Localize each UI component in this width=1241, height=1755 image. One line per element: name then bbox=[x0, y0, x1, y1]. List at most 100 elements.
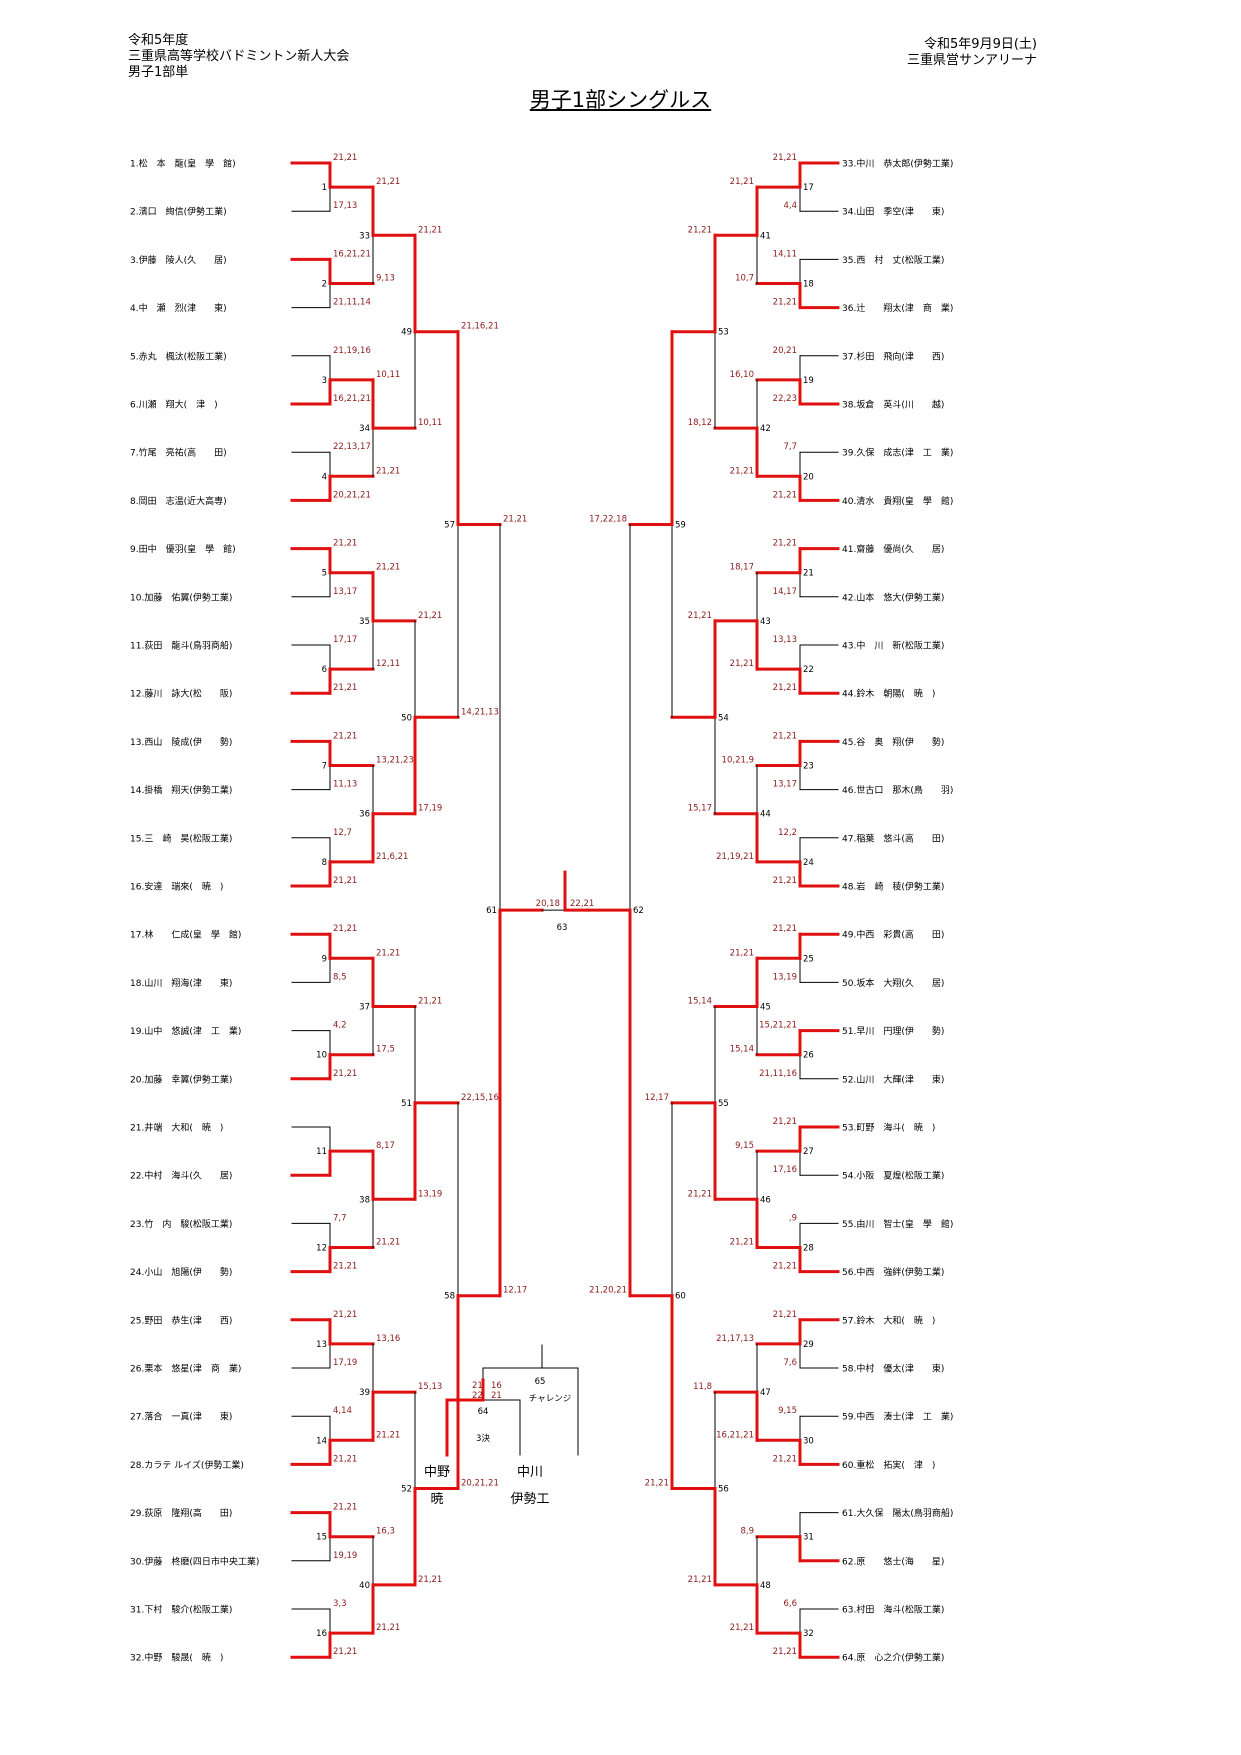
match-number: 4 bbox=[322, 472, 327, 482]
score-bottom: 21,21 bbox=[730, 466, 754, 476]
player-name: 9.田中 優羽(皇 學 館) bbox=[130, 543, 236, 555]
score-top: 21,21 bbox=[418, 225, 442, 235]
header-tournament: 三重県高等学校バドミントン新人大会 bbox=[128, 49, 350, 64]
match-number: 58 bbox=[444, 1292, 455, 1302]
score-bottom: 13,19 bbox=[773, 972, 797, 982]
score-top: 22,15,16 bbox=[461, 1093, 499, 1103]
score-top: 21,21 bbox=[773, 731, 797, 741]
player-name: 1.松 本 龍(皇 學 館) bbox=[130, 158, 236, 170]
score-top: 21,21 bbox=[376, 948, 400, 958]
score-top: ,9 bbox=[789, 1213, 797, 1223]
third-score-a1: 21 bbox=[472, 1381, 483, 1391]
score-top: 21,21 bbox=[333, 1310, 357, 1320]
score-bottom: 21,21 bbox=[773, 490, 797, 500]
match-number: 30 bbox=[803, 1436, 814, 1446]
player-name: 34.山田 季空(津 東) bbox=[842, 206, 944, 218]
score-top: 21,21 bbox=[333, 731, 357, 741]
match-number: 12 bbox=[316, 1244, 327, 1254]
match-number: 22 bbox=[803, 665, 814, 675]
score-bottom: 10,11 bbox=[418, 418, 442, 428]
score-bottom: 18,12 bbox=[688, 418, 712, 428]
score-top: 13,16 bbox=[376, 1334, 400, 1344]
score-bottom: 14,21,13 bbox=[461, 707, 499, 717]
score-top: 16,3 bbox=[376, 1527, 395, 1537]
match-number: 34 bbox=[359, 424, 370, 434]
score-top: 7,7 bbox=[333, 1213, 347, 1223]
score-bottom: 21,21 bbox=[376, 1623, 400, 1633]
score-bottom: 19,19 bbox=[333, 1551, 357, 1561]
score-top: 21,21 bbox=[773, 153, 797, 163]
header-category: 男子1部単 bbox=[128, 65, 189, 80]
score-bottom: 21,21 bbox=[730, 659, 754, 669]
player-name: 13.西山 陵成(伊 勢) bbox=[130, 736, 232, 748]
match-number: 46 bbox=[760, 1195, 771, 1205]
score-bottom: 21,21 bbox=[688, 1575, 712, 1585]
score-bottom: 15,17 bbox=[688, 804, 712, 814]
score-top: 21,19,16 bbox=[333, 346, 371, 356]
match-number: 57 bbox=[444, 521, 455, 531]
score-top: 6,6 bbox=[783, 1599, 797, 1609]
score-bottom: 17,19 bbox=[418, 804, 442, 814]
score-top: 21,21 bbox=[333, 153, 357, 163]
score-bottom: 17,13 bbox=[333, 201, 357, 211]
score-bottom: 17,19 bbox=[333, 1358, 357, 1368]
score-top: 21,21 bbox=[418, 997, 442, 1007]
match-number: 1 bbox=[322, 183, 327, 193]
player-name: 3.伊藤 陵人(久 居) bbox=[130, 254, 227, 266]
score-top: 13,21,23 bbox=[376, 756, 414, 766]
score-top: 21,21 bbox=[333, 539, 357, 549]
score-bottom: 14,17 bbox=[773, 587, 797, 597]
match-number: 60 bbox=[675, 1292, 686, 1302]
match-number: 37 bbox=[359, 1003, 370, 1013]
player-name: 48.岩 崎 稜(伊勢工業) bbox=[842, 881, 944, 893]
player-name: 10.加藤 佑翼(伊勢工業) bbox=[130, 591, 232, 603]
player-name: 58.中村 優太(津 東) bbox=[842, 1363, 944, 1375]
third-score-b1: 16 bbox=[491, 1381, 502, 1391]
score-bottom: 21,21 bbox=[376, 1238, 400, 1248]
third-score-b2: 21 bbox=[491, 1391, 502, 1401]
third-left-school: 暁 bbox=[430, 1492, 443, 1507]
match-number: 19 bbox=[803, 376, 814, 386]
score-top: 8,17 bbox=[376, 1141, 395, 1151]
score-top: 21,16,21 bbox=[461, 322, 499, 332]
player-name: 42.山本 悠大(伊勢工業) bbox=[842, 591, 944, 603]
score-bottom: 12,17 bbox=[503, 1286, 527, 1296]
match-number: 62 bbox=[633, 906, 644, 916]
player-name: 22.中村 海斗(久 居) bbox=[130, 1170, 232, 1182]
player-name: 39.久保 成志(津 工 業) bbox=[842, 447, 953, 459]
match-number: 18 bbox=[803, 280, 814, 290]
player-name: 56.中西 強絆(伊勢工業) bbox=[842, 1266, 944, 1278]
match-number: 35 bbox=[359, 617, 370, 627]
score-top: 3,3 bbox=[333, 1599, 347, 1609]
score-top: 8,9 bbox=[740, 1527, 754, 1537]
player-name: 21.井端 大和( 暁 ) bbox=[130, 1122, 223, 1134]
score-bottom: 22,23 bbox=[773, 394, 797, 404]
player-name: 36.辻 翔太(津 商 業) bbox=[842, 302, 953, 314]
match-number: 44 bbox=[760, 810, 771, 820]
player-name: 54.小阪 夏煌(松阪工業) bbox=[842, 1170, 944, 1182]
score-bottom: 21,21 bbox=[773, 298, 797, 308]
page-title-text: 男子1部シングルス bbox=[529, 88, 712, 112]
score-bottom: 17,16 bbox=[773, 1165, 797, 1175]
score-top: 21,21 bbox=[333, 924, 357, 934]
player-name: 37.杉田 飛向(津 西) bbox=[842, 350, 944, 362]
player-name: 35.西 村 丈(松阪工業) bbox=[842, 254, 944, 266]
player-name: 62.原 悠士(海 星) bbox=[842, 1555, 944, 1567]
match-number: 43 bbox=[760, 617, 771, 627]
score-top: 15,14 bbox=[688, 997, 712, 1007]
player-name: 50.坂本 大翔(久 居) bbox=[842, 977, 944, 989]
score-top: 4,14 bbox=[333, 1406, 352, 1416]
player-name: 43.中 川 新(松阪工業) bbox=[842, 640, 944, 652]
player-name: 23.竹 内 駿(松阪工業) bbox=[130, 1218, 232, 1230]
match-number: 5 bbox=[322, 569, 327, 579]
match-number: 23 bbox=[803, 762, 814, 772]
score-bottom: 21,21 bbox=[333, 1454, 357, 1464]
score-top: 10,11 bbox=[376, 370, 400, 380]
player-name: 16.安達 瑞來( 暁 ) bbox=[130, 881, 223, 893]
score-bottom: 21,21 bbox=[773, 1647, 797, 1657]
final-score-right: 22,21 bbox=[570, 899, 594, 909]
score-bottom: 21,21 bbox=[376, 1430, 400, 1440]
score-bottom: 17,5 bbox=[376, 1045, 395, 1055]
score-top: 21,21 bbox=[773, 924, 797, 934]
score-bottom: 21,21 bbox=[773, 1454, 797, 1464]
